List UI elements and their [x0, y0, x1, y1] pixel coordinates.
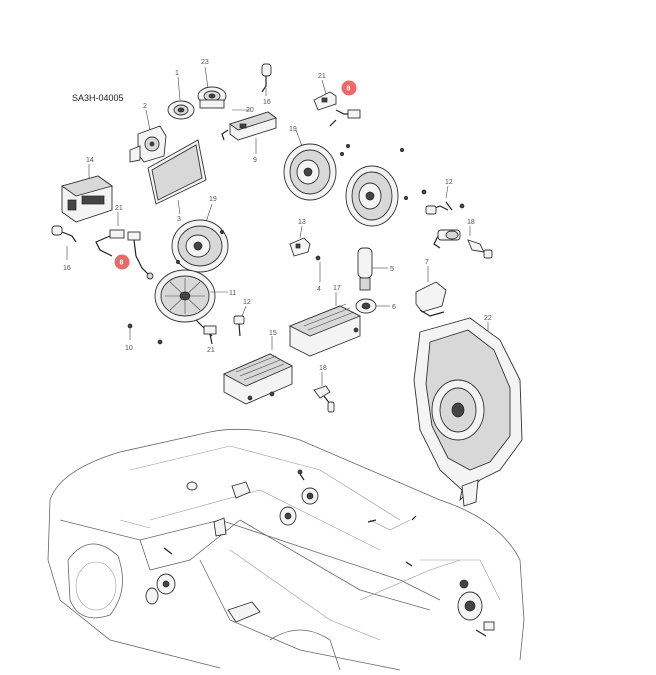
part-8-connector-top[interactable]	[329, 109, 361, 127]
callout-12-lower: 12	[243, 299, 251, 306]
part-5-sensor[interactable]	[357, 247, 388, 291]
callout-5: 5	[390, 266, 394, 273]
part-6-gear[interactable]	[355, 298, 390, 314]
part-19-woofer-lower[interactable]	[171, 203, 229, 273]
callout-23: 23	[201, 59, 209, 66]
callout-20: 20	[246, 107, 254, 114]
callout-21-top: 21	[318, 73, 326, 80]
part-21-harness-top[interactable]	[313, 79, 337, 111]
part-18-connector-right[interactable]	[433, 226, 493, 259]
part-12-connector-right[interactable]	[421, 185, 465, 215]
part-18-connector-bottom[interactable]	[313, 372, 335, 413]
part-13-sensor[interactable]	[289, 225, 321, 261]
callout-1: 1	[175, 70, 179, 77]
part-3-display[interactable]	[147, 139, 207, 215]
diagram-code: SA3H-04005	[72, 93, 124, 103]
part-16-connector-top[interactable]	[261, 63, 272, 96]
callout-4: 4	[317, 286, 321, 293]
callout-7: 7	[425, 259, 429, 266]
part-21-harness-bottom[interactable]	[203, 325, 217, 345]
part-8-connector-left[interactable]	[127, 231, 154, 280]
part-1-speaker[interactable]	[167, 76, 195, 120]
part-9-module[interactable]	[221, 109, 277, 154]
callout-21-left: 21	[115, 205, 123, 212]
part-22-subwoofer[interactable]	[413, 317, 523, 507]
part-7-bracket[interactable]	[415, 266, 447, 317]
callout-2: 2	[143, 103, 147, 110]
part-12-connector-lower[interactable]	[233, 305, 247, 337]
callout-18-bottom: 18	[319, 365, 327, 372]
callout-16-top: 16	[263, 99, 271, 106]
callout-22: 22	[484, 315, 492, 322]
callout-9: 9	[253, 157, 257, 164]
part-2-bracket[interactable]	[129, 109, 167, 163]
highlight-marker-left[interactable]: 8	[114, 254, 130, 270]
callout-3: 3	[177, 216, 181, 223]
callout-19-lower: 19	[209, 196, 217, 203]
callout-14: 14	[86, 157, 94, 164]
callout-12-right: 12	[445, 179, 453, 186]
callout-6: 6	[392, 304, 396, 311]
callout-18-right: 18	[467, 219, 475, 226]
highlighted-callout-8-left: 8	[120, 260, 124, 267]
vehicle-parts-locations	[145, 469, 495, 637]
callout-19-upper: 19	[289, 126, 297, 133]
callout-15: 15	[269, 330, 277, 337]
part-15-amplifier[interactable]	[222, 336, 294, 405]
vehicle-outline	[47, 428, 525, 671]
part-14-amplifier[interactable]	[60, 164, 114, 223]
callout-13: 13	[298, 219, 306, 226]
part-11-woofer[interactable]	[127, 269, 228, 345]
callout-11: 11	[229, 290, 236, 297]
highlighted-callout-8-top: 8	[347, 86, 351, 93]
part-17-amplifier[interactable]	[288, 292, 362, 357]
highlight-marker-top[interactable]: 8	[341, 80, 357, 96]
part-21-harness-left[interactable]	[95, 212, 125, 257]
callout-10: 10	[125, 345, 133, 352]
part-19-speaker-upper[interactable]	[283, 129, 350, 201]
part-16-connector-left[interactable]	[51, 225, 77, 260]
callout-21-bottom: 21	[207, 347, 215, 354]
callout-16-left: 16	[63, 265, 71, 272]
part-speaker-right[interactable]	[345, 148, 408, 227]
part-23-tweeter[interactable]	[197, 66, 227, 109]
callout-17: 17	[333, 285, 341, 292]
